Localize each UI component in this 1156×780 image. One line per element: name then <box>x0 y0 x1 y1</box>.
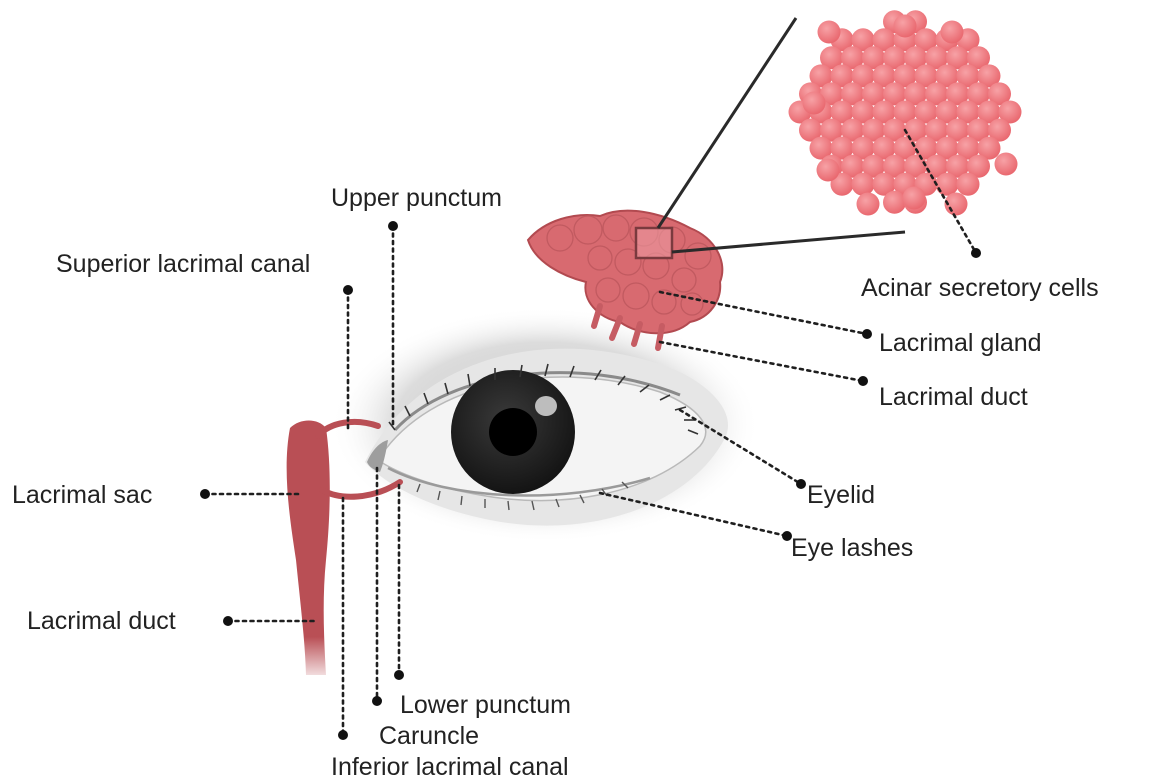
iris-highlight <box>535 396 557 416</box>
acinar-cell <box>936 173 959 196</box>
label-inferior-lacrimal-canal: Inferior lacrimal canal <box>331 753 569 780</box>
lacrimal-sac-shape <box>287 421 330 676</box>
leader-lacrimal-gland-dot <box>862 329 872 339</box>
leader-lower-punctum-dot <box>394 670 404 680</box>
acinar-cell <box>957 173 980 196</box>
acinar-cells-cluster <box>789 10 1022 215</box>
label-eyelid: Eyelid <box>807 481 875 509</box>
acinar-cell <box>941 21 964 44</box>
magnified-region-box <box>636 228 672 258</box>
leader-upper-punctum-dot <box>388 221 398 231</box>
acinar-cell <box>903 187 926 210</box>
acinar-cell <box>817 159 840 182</box>
acinar-cell <box>818 21 841 44</box>
leader-lacrimal-sac-dot <box>200 489 210 499</box>
label-eye-lashes: Eye lashes <box>791 534 913 562</box>
leader-lacrimal-duct-gland-dot <box>858 376 868 386</box>
eye <box>330 307 760 543</box>
label-lower-punctum: Lower punctum <box>400 691 571 719</box>
leader-superior-canal-dot <box>343 285 353 295</box>
acinar-cell <box>803 92 826 115</box>
leader-eyelid-dot <box>796 479 806 489</box>
acinar-cell <box>852 173 875 196</box>
acinar-cell <box>894 15 917 38</box>
leader-caruncle-dot <box>372 696 382 706</box>
acinar-cell <box>995 153 1018 176</box>
label-lacrimal-sac: Lacrimal sac <box>12 481 152 509</box>
label-lacrimal-gland: Lacrimal gland <box>879 329 1042 357</box>
pupil <box>489 408 537 456</box>
acinar-cell <box>857 193 880 216</box>
zoom-line-upper <box>658 18 796 228</box>
label-caruncle: Caruncle <box>379 722 479 750</box>
label-lacrimal-duct-sac: Lacrimal duct <box>27 607 176 635</box>
acinar-cell <box>883 191 906 214</box>
leader-inferior-canal-dot <box>338 730 348 740</box>
label-upper-punctum: Upper punctum <box>331 184 502 212</box>
label-lacrimal-duct-gland: Lacrimal duct <box>879 383 1028 411</box>
leader-lacrimal-duct-sac-dot <box>223 616 233 626</box>
label-acinar-secretory-cells: Acinar secretory cells <box>861 274 1099 302</box>
leader-acinar-dot <box>971 248 981 258</box>
label-superior-lacrimal-canal: Superior lacrimal canal <box>56 250 310 278</box>
